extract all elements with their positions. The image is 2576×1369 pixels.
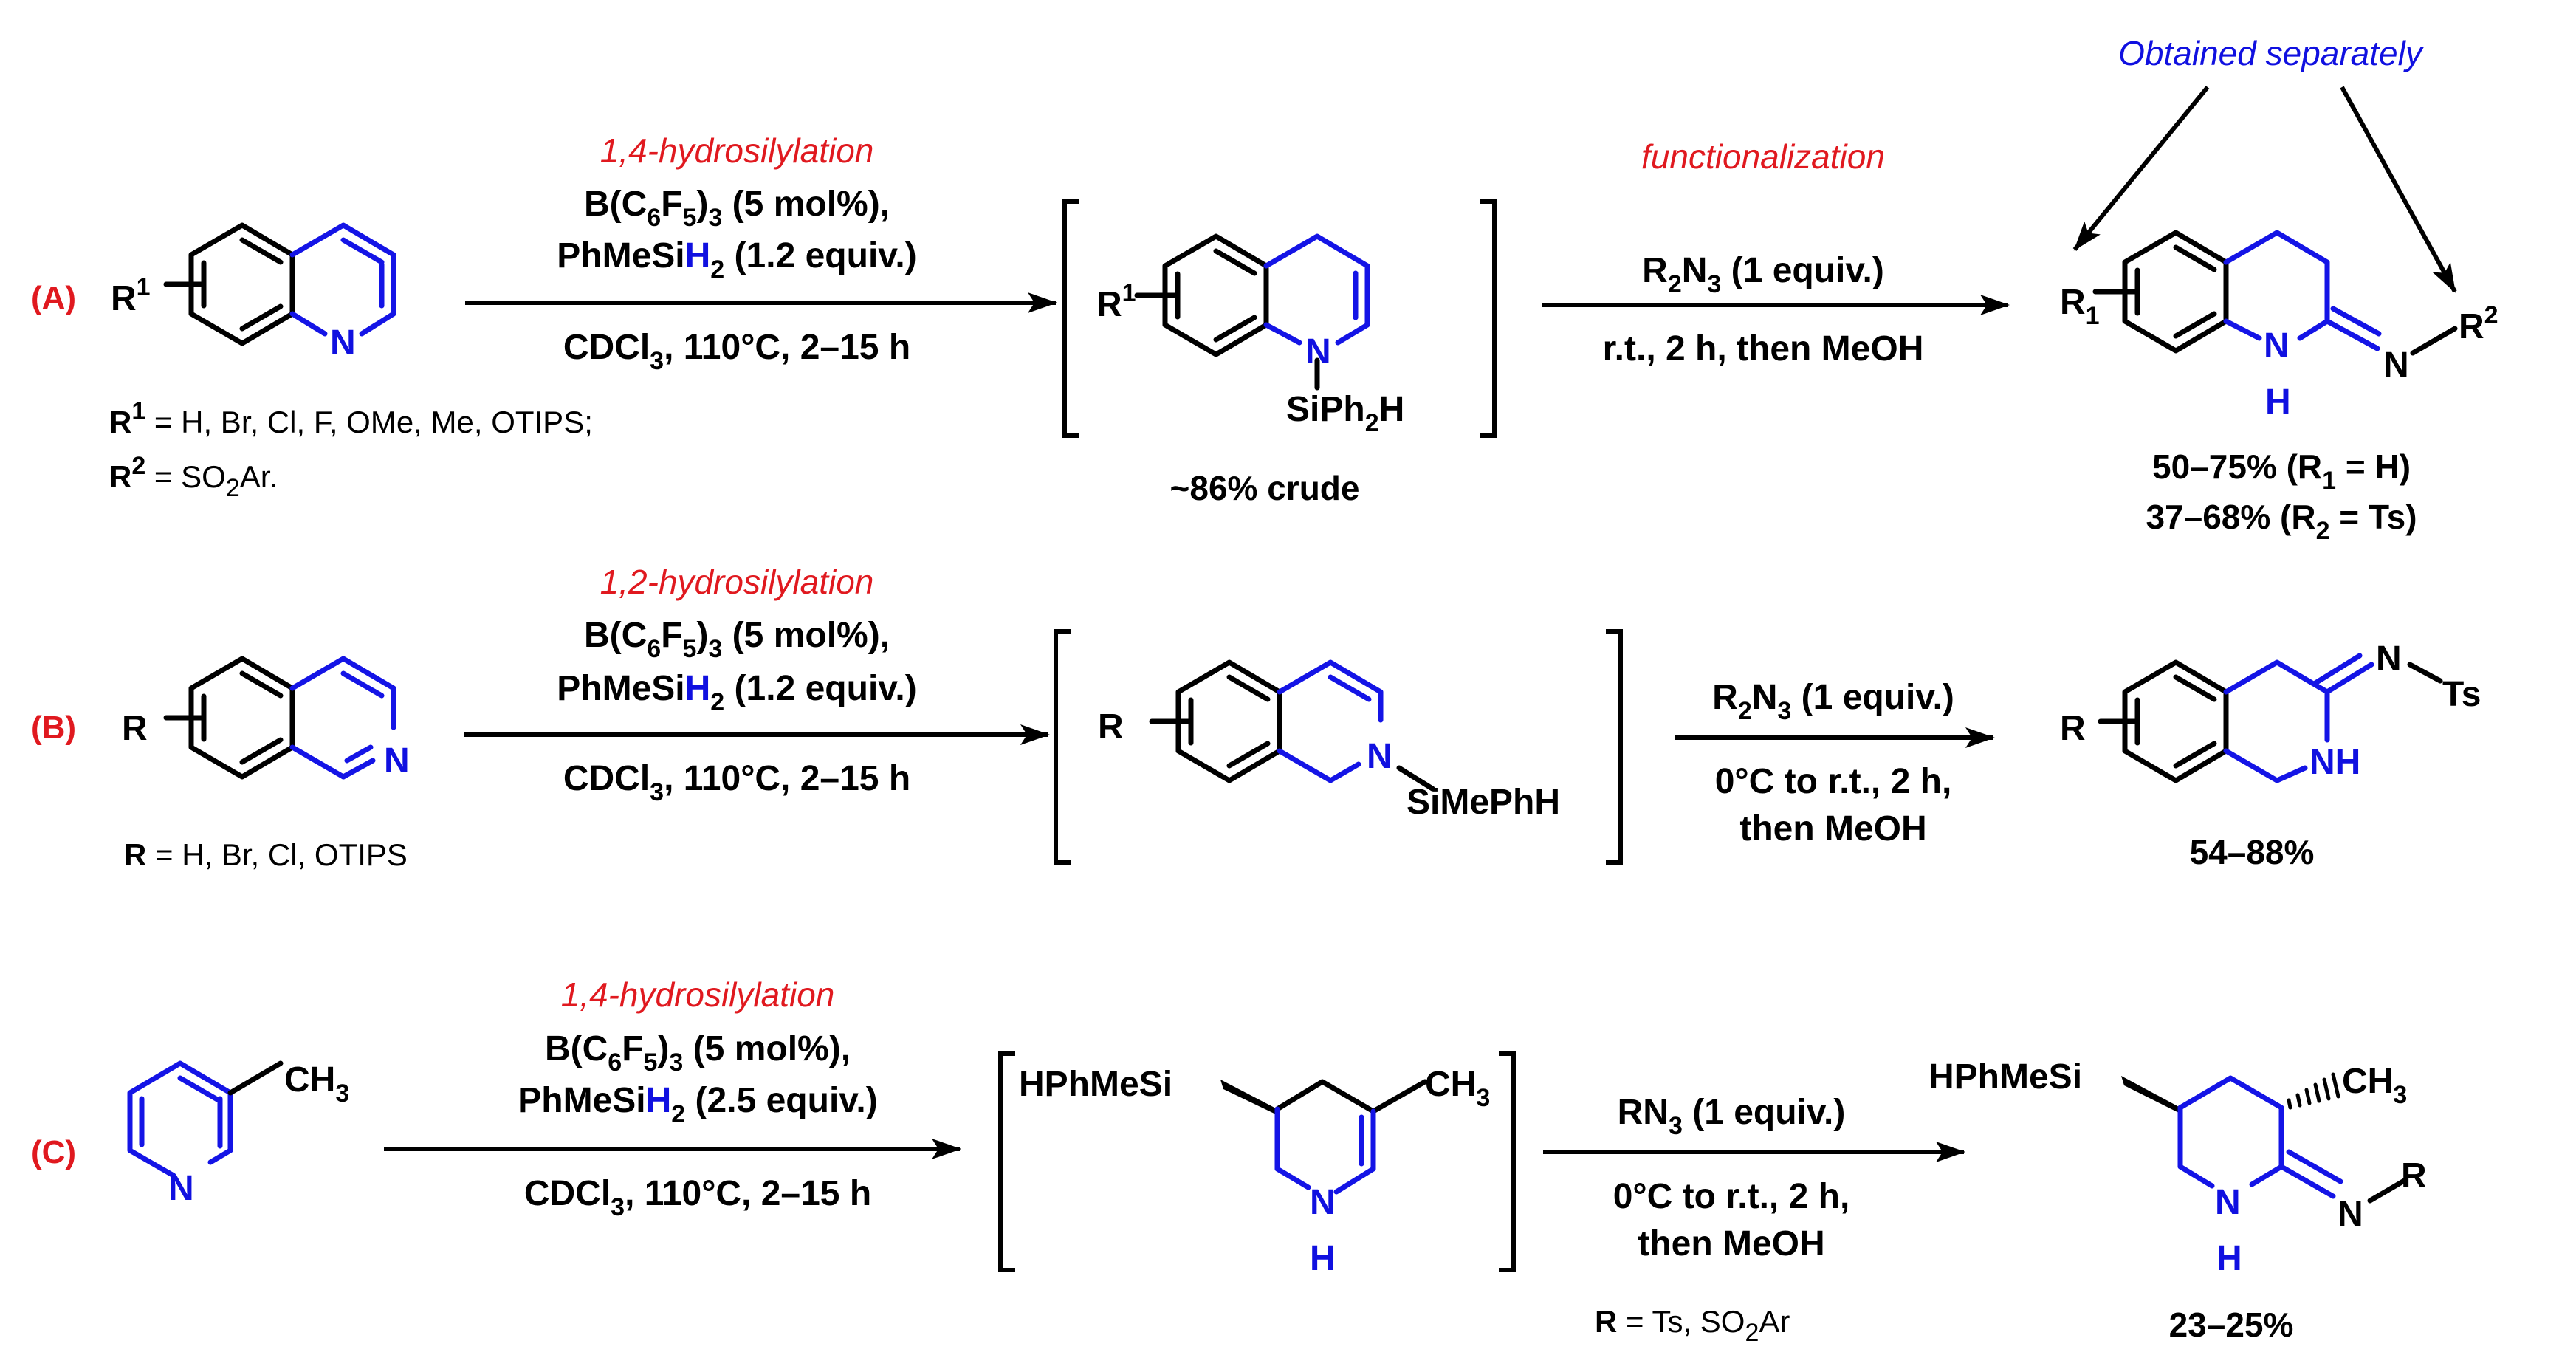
silane-b: PhMeSiH2 (1.2 equiv.) [557, 669, 916, 716]
conditions-b2-line2: then MeOH [1739, 809, 1926, 848]
conditions-a1: CDCl3, 110°C, 2–15 h [563, 328, 910, 375]
r-sm-b-label: R [122, 709, 148, 748]
row-c: (C) CH3 N 1,4-hydrosilylation B(C6F5)3 (… [31, 975, 2427, 1347]
yield-b: 54–88% [2190, 833, 2315, 871]
conditions-c2-line1: 0°C to r.t., 2 h, [1613, 1177, 1850, 1216]
si-int-c-label: HPhMeSi [1019, 1065, 1172, 1104]
catalyst-c: B(C6F5)3 (5 mol%), [545, 1029, 851, 1077]
intermediate-a [1062, 199, 1497, 438]
reagent-c: RN3 (1 equiv.) [1618, 1093, 1846, 1140]
methylpyridine-structure [127, 1060, 284, 1178]
label-c: (C) [31, 1134, 76, 1170]
nh-prod-a-n: N [2264, 326, 2290, 366]
row-b: (B) R N R = H, Br, Cl, OTIPS 1,2-hydrosi… [31, 563, 2481, 872]
obtained-separately-note: Obtained separately [2118, 34, 2425, 72]
si-int-b-label: SiMePhH [1407, 783, 1560, 822]
r1-prod-label: R1 [2060, 283, 2100, 330]
r2-definition: R2 = SO2Ar. [109, 452, 278, 502]
r-int-b-label: R [1098, 707, 1124, 747]
reagent-b: R2N3 (1 equiv.) [1712, 678, 1954, 725]
step-a2-name: functionalization [1641, 137, 1885, 176]
silane-a: PhMeSiH2 (1.2 equiv.) [557, 236, 916, 284]
si-int-label: SiPh2H [1286, 390, 1404, 437]
n-int-b-atom: N [1367, 737, 1392, 776]
catalyst-a: B(C6F5)3 (5 mol%), [584, 185, 890, 232]
yield-a-1: 50–75% (R1 = H) [2152, 447, 2411, 495]
conditions-c1: CDCl3, 110°C, 2–15 h [524, 1174, 871, 1221]
reagent-a: R2N3 (1 equiv.) [1642, 251, 1884, 298]
intermediate-a-yield: ~86% crude [1170, 469, 1360, 507]
isoquinoline-structure [163, 656, 396, 780]
step-b1-name: 1,2-hydrosilylation [600, 563, 874, 601]
r-prod-c-label: R [2401, 1156, 2427, 1195]
nh-prod-b: NH [2309, 743, 2360, 782]
n-sm-b-atom: N [384, 741, 410, 780]
r2-prod-label: R2 [2459, 301, 2498, 346]
label-a: (A) [31, 280, 76, 316]
row-a: (A) R1 N R1 = H, Br, Cl, F, OMe, Me, OTI… [31, 34, 2498, 545]
note-arrow-left [2072, 86, 2210, 251]
nh-prod-c-n: N [2215, 1183, 2241, 1222]
label-b: (B) [31, 710, 76, 746]
nh-prod-c-h: H [2216, 1239, 2242, 1278]
note-arrow-right [2340, 86, 2457, 293]
conditions-b1: CDCl3, 110°C, 2–15 h [563, 759, 910, 806]
r-definition-c: R = Ts, SO2Ar [1595, 1304, 1790, 1347]
r1-sm-label: R1 [111, 273, 151, 318]
ch3-sm-label: CH3 [284, 1060, 349, 1108]
n-sm-atom: N [330, 323, 356, 363]
n-imine-b: N [2376, 639, 2402, 679]
r1-int-label: R1 [1096, 279, 1136, 324]
silane-c: PhMeSiH2 (2.5 equiv.) [518, 1081, 877, 1128]
catalyst-b: B(C6F5)3 (5 mol%), [584, 616, 890, 663]
yield-a-2: 37–68% (R2 = Ts) [2146, 498, 2417, 545]
yield-c: 23–25% [2169, 1305, 2294, 1344]
step-a1-name: 1,4-hydrosilylation [600, 131, 874, 170]
nh-int-c-n: N [1310, 1183, 1336, 1222]
intermediate-c [998, 1051, 1516, 1272]
quinoline-structure [163, 222, 396, 346]
nh-prod-a-h: H [2265, 382, 2291, 422]
r1-definition: R1 = H, Br, Cl, F, OMe, Me, OTIPS; [109, 397, 593, 439]
product-a [2092, 230, 2458, 356]
product-b [2098, 653, 2443, 783]
r-definition-b: R = H, Br, Cl, OTIPS [124, 837, 408, 872]
ch3-prod-c-label: CH3 [2342, 1062, 2407, 1109]
n-imine-c: N [2338, 1195, 2363, 1234]
step-c1-name: 1,4-hydrosilylation [561, 975, 835, 1014]
conditions-b2-line1: 0°C to r.t., 2 h, [1715, 762, 1952, 801]
nh-int-c-h: H [1310, 1239, 1336, 1278]
ts-prod-b: Ts [2442, 675, 2481, 714]
ch3-int-c-label: CH3 [1425, 1065, 1490, 1112]
n-imine-a: N [2383, 346, 2409, 385]
conditions-c2-line2: then MeOH [1638, 1224, 1824, 1263]
n-int-atom: N [1305, 332, 1331, 371]
si-prod-c-label: HPhMeSi [1928, 1057, 2082, 1097]
product-c [2121, 1072, 2408, 1204]
conditions-a2: r.t., 2 h, then MeOH [1603, 329, 1924, 368]
intermediate-b [1054, 629, 1623, 865]
n-sm-c-atom: N [168, 1169, 194, 1208]
r-prod-b-label: R [2060, 709, 2086, 748]
